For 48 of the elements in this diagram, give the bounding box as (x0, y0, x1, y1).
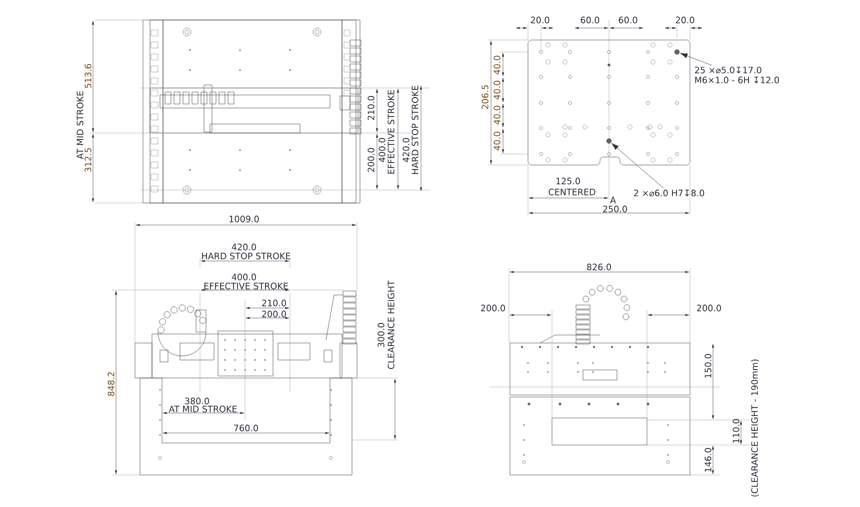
dimension-note: HARD STOP STROKE (412, 86, 418, 174)
leader-line (680, 53, 712, 66)
dimension-value: 40.0 (494, 106, 500, 124)
dimension-value: 200.0 (368, 148, 374, 172)
dimension-value: 760.0 (234, 424, 258, 432)
dimension-value: 206.5 (482, 85, 488, 109)
dimension-note: HARD STOP STROKE (202, 252, 290, 260)
dimension-value: 400.0 (232, 274, 256, 280)
dimension-value: 146.0 (704, 448, 712, 472)
dimension-value: 60.0 (580, 16, 600, 24)
dimension-value: 312.5 (84, 148, 92, 172)
dimension-value: 380.0 (185, 398, 209, 404)
dimension-value: 200.0 (697, 304, 721, 312)
dimension-value: 20.0 (530, 16, 550, 24)
dimension-note: CENTERED (548, 188, 596, 196)
dimension-value: 826.0 (587, 264, 611, 270)
dimension-value: 150.0 (704, 354, 712, 378)
dimension-value: 513.6 (84, 64, 92, 88)
dimension-value: 400.0 (378, 138, 386, 162)
dimension-value: 40.0 (494, 80, 500, 100)
dimension-value: 40.0 (494, 132, 500, 150)
dimension-value: 200.0 (481, 304, 505, 312)
dimension-value: 300.0 (378, 323, 384, 347)
dimension-value: 210.0 (262, 300, 286, 306)
dimension-value: 848.2 (108, 372, 114, 396)
dimension-value: 420.0 (402, 138, 410, 162)
hole (674, 49, 680, 55)
dimension-note: A (610, 196, 616, 204)
dimension-value: 110.0 (732, 419, 740, 443)
dimension-note: CLEARANCE HEIGHT (388, 280, 394, 369)
dimension-value: 420.0 (232, 244, 256, 250)
dimension-value: 1009.0 (230, 216, 259, 222)
dimension-value: 125.0 (556, 178, 580, 184)
dimension-note: AT MID STROKE (76, 91, 84, 160)
dimension-note: EFFECTIVE STROKE (388, 90, 394, 174)
dimension-value: 210.0 (368, 96, 374, 120)
leader-line (611, 143, 664, 188)
dimension-value: 60.0 (618, 16, 638, 24)
dimension-value: 250.0 (603, 206, 627, 212)
hole (606, 138, 612, 144)
dimension-value: 20.0 (676, 16, 694, 24)
callout-text: 2 ×⌀6.0 H7↧8.0 (634, 190, 704, 196)
dimension-note: EFFECTIVE STROKE (204, 282, 288, 290)
dimension-value: (CLEARANCE HEIGHT - 190mm) (751, 360, 759, 496)
dimension-note: AT MID STROKE (168, 406, 237, 412)
callout-text: 25 ×⌀5.0↧17.0 M6×1.0 - 6H ↧12.0 (695, 66, 779, 84)
dimension-value: 40.0 (494, 56, 500, 74)
dimension-value: 200.0 (262, 310, 286, 318)
